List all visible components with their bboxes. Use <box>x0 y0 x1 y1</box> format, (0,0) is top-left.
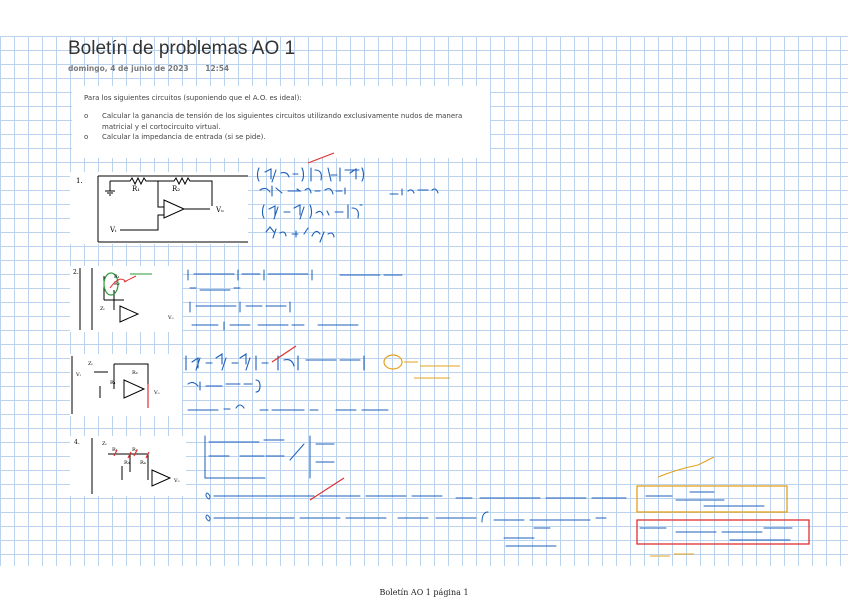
circuit-image-3: Zᵢ Vᵢ R₁ R₂ Vₒ <box>70 354 182 416</box>
list-item: o Calcular la ganancia de tensión de los … <box>84 111 487 132</box>
label-vo: Vₒ <box>173 478 180 484</box>
red-correction-mark <box>271 345 297 363</box>
instructions-list: o Calcular la ganancia de tensión de los … <box>84 111 487 143</box>
label-vo: Vₒ <box>167 315 174 321</box>
label-r4: R₄ <box>140 460 146 466</box>
label-r1: R₁ <box>114 274 120 280</box>
problem-number: 4. <box>74 439 80 446</box>
red-result-box <box>636 519 810 545</box>
label-zi: Zᵢ <box>88 361 92 367</box>
orange-result-box <box>636 485 788 513</box>
handwritten-work-problem-1 <box>256 167 439 243</box>
orange-annotation <box>404 361 460 379</box>
instructions-box: Para los siguientes circuitos (suponiend… <box>72 86 490 158</box>
circuit-diagram-1: 1. R₁ R₂ Vᵢ Vₒ <box>76 175 248 243</box>
handwritten-work-problem-3 <box>185 352 389 411</box>
label-r1: R₁ <box>110 380 116 386</box>
red-correction-mark <box>307 152 335 164</box>
bullet-marker: o <box>84 133 89 141</box>
page-date: domingo, 4 de junio de 2023 <box>68 64 189 73</box>
instructions-lead: Para los siguientes circuitos (suponiend… <box>84 94 302 102</box>
problem-number: 2. <box>73 269 79 276</box>
label-vi: Vᵢ <box>75 372 81 378</box>
orange-annotation <box>657 456 715 478</box>
page-metadata: domingo, 4 de junio de 2023 12:54 <box>68 64 229 73</box>
page-title: Boletín de problemas AO 1 <box>68 38 296 59</box>
red-correction-mark <box>309 477 345 501</box>
page-footer: Boletín AO 1 página 1 <box>379 588 469 597</box>
handwritten-work-problem-2 <box>187 269 403 331</box>
circuit-image-2: 2. R₁ R₂ Zᵢ Vₒ <box>70 266 182 332</box>
label-r2: R₂ <box>114 281 120 287</box>
bullet-marker: o <box>84 112 89 120</box>
problem-number: 1. <box>76 177 83 185</box>
circuit-diagram-3: Zᵢ Vᵢ R₁ R₂ Vₒ <box>71 356 160 414</box>
label-r2: R₂ <box>132 370 138 376</box>
instruction-text: Calcular la impedancia de entrada (si se… <box>102 133 266 141</box>
label-vo: Vₒ <box>215 206 224 214</box>
circuit-diagram-2: 2. R₁ R₂ Zᵢ Vₒ <box>73 268 174 330</box>
orange-annotation <box>650 553 694 557</box>
label-r1: R₁ <box>132 185 140 193</box>
list-item: o Calcular la impedancia de entrada (si s… <box>84 132 487 143</box>
circuit-image-1: 1. R₁ R₂ Vᵢ Vₒ <box>70 172 248 244</box>
orange-highlight-circle <box>383 354 403 370</box>
label-zi: Zᵢ <box>102 441 106 447</box>
page-time: 12:54 <box>205 64 230 73</box>
label-zi: Zᵢ <box>100 306 104 312</box>
label-r2: R₂ <box>172 185 180 193</box>
circuit-diagram-4: 4. Zᵢ R₁ R₂ R₃ R₄ Vₒ <box>74 438 180 494</box>
label-vo: Vₒ <box>153 390 160 396</box>
circuit-image-4: 4. Zᵢ R₁ R₂ R₃ R₄ Vₒ <box>70 436 186 496</box>
handwritten-work-problem-4 <box>204 435 793 547</box>
label-r3: R₃ <box>124 460 130 466</box>
instruction-text: Calcular la ganancia de tensión de los s… <box>102 112 463 131</box>
red-correction-mark <box>109 275 137 289</box>
label-r1: R₁ <box>112 447 118 453</box>
label-vi: Vᵢ <box>109 226 117 234</box>
label-r2: R₂ <box>132 447 138 453</box>
